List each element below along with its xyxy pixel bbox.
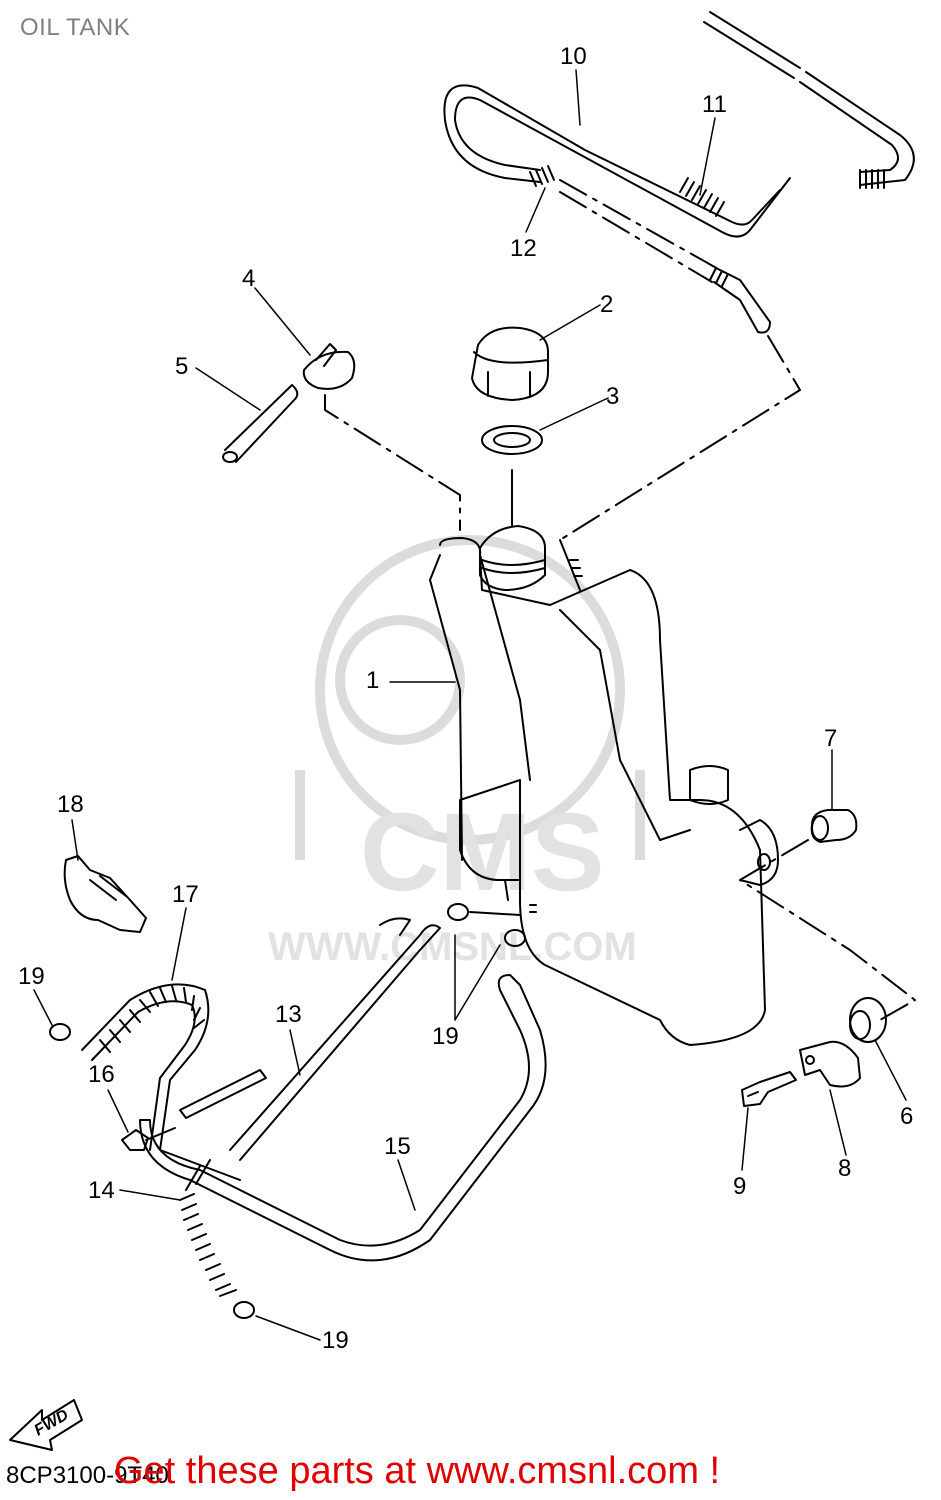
- watermark-cms: CMS: [360, 791, 604, 914]
- label-7: 7: [824, 725, 837, 752]
- part-13-15-lower-hoses: [139, 917, 547, 1262]
- label-13: 13: [275, 1001, 302, 1028]
- part-2-filler-cap: [471, 326, 549, 401]
- leader-10-to-tank: [559, 335, 801, 541]
- part-5-small-tube: [222, 384, 299, 463]
- label-17: 17: [172, 881, 199, 908]
- label-2: 2: [600, 291, 613, 318]
- label-15: 15: [384, 1133, 411, 1160]
- label-19-center: 19: [432, 1023, 459, 1050]
- part-18-clamp: [63, 855, 147, 933]
- part-16-bolt: [121, 1127, 176, 1151]
- leader-7-to-tank: [739, 839, 916, 1021]
- label-19-bottom: 19: [322, 1327, 349, 1354]
- label-5: 5: [175, 353, 188, 380]
- part-6-damper: [849, 997, 887, 1043]
- part-8-bracket: [799, 1040, 861, 1088]
- label-11: 11: [702, 91, 727, 118]
- part-10-breather-hose: [443, 11, 915, 238]
- label-19-left: 19: [18, 963, 45, 990]
- label-16: 16: [88, 1061, 115, 1088]
- part-19-clips: [49, 903, 537, 1319]
- leader-lines: [33, 69, 907, 1341]
- label-1: 1: [366, 667, 379, 694]
- diagram-code: 8CP3100-9T40: [6, 1462, 169, 1489]
- label-9: 9: [733, 1173, 746, 1200]
- label-10: 10: [560, 43, 587, 70]
- part-7-collar: [810, 809, 858, 843]
- promo-link[interactable]: Get these parts at www.cmsnl.com !: [114, 1450, 721, 1492]
- part-3-gasket: [481, 425, 543, 526]
- label-4: 4: [242, 265, 255, 292]
- watermark-url: WWW.CMSNL.COM: [268, 925, 637, 969]
- label-12: 12: [510, 235, 537, 262]
- label-3: 3: [606, 383, 619, 410]
- part-4-elbow-fitting: [302, 343, 461, 531]
- part-14-coil-hose: [179, 1159, 237, 1297]
- label-6: 6: [900, 1103, 913, 1130]
- page-title: OIL TANK: [20, 14, 131, 41]
- label-14: 14: [88, 1177, 115, 1204]
- part-17-corrugated-hose: [81, 983, 241, 1181]
- label-18: 18: [57, 791, 84, 818]
- fwd-arrow-icon: [9, 1399, 83, 1451]
- fwd-label: FWD: [32, 1406, 72, 1439]
- part-9-bolt: [741, 1071, 797, 1107]
- label-8: 8: [838, 1155, 851, 1182]
- part-12-vent-tube: [529, 165, 771, 334]
